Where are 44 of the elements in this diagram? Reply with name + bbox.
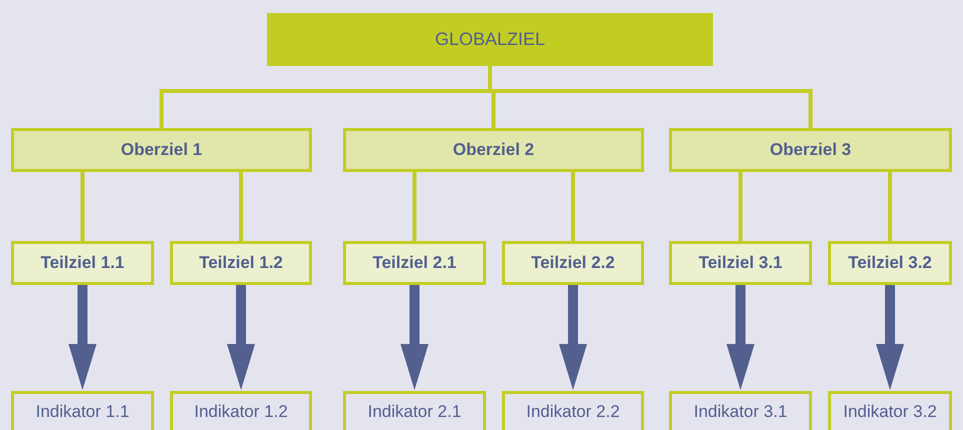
box-label: Teilziel 1.2: [199, 252, 283, 274]
box-label: Indikator 1.1: [36, 401, 130, 424]
objective-box: [343, 128, 644, 172]
arrow: [726, 285, 754, 390]
box-label: Indikator 1.2: [194, 401, 288, 424]
arrow: [400, 285, 428, 390]
connector-line: [412, 172, 416, 241]
box-label: Oberziel 3: [770, 139, 852, 162]
subgoal-box: [669, 241, 812, 285]
subgoal-box: [343, 241, 486, 285]
arrow: [876, 285, 904, 390]
objective-box: [669, 128, 952, 172]
subgoal-box: [502, 241, 644, 285]
box-label: Teilziel 2.1: [372, 252, 456, 274]
indicator-box: [11, 391, 154, 430]
indicator-box: [669, 391, 812, 430]
box-label: GLOBALZIEL: [434, 28, 546, 51]
box-label: Teilziel 3.1: [698, 252, 782, 274]
box-label: Indikator 3.1: [694, 401, 788, 424]
goal-box: [267, 13, 713, 66]
connector-line: [571, 172, 575, 241]
connector-line: [738, 172, 742, 241]
arrow: [559, 285, 587, 390]
subgoal-box: [828, 241, 952, 285]
indicator-box: [828, 391, 952, 430]
box-label: Teilziel 1.1: [40, 252, 124, 274]
arrow: [68, 285, 96, 390]
box-label: Teilziel 3.2: [848, 252, 932, 274]
subgoal-box: [170, 241, 312, 285]
box-label: Indikator 2.2: [526, 401, 620, 424]
indicator-box: [170, 391, 312, 430]
box-label: Teilziel 2.2: [531, 252, 615, 274]
box-label: Indikator 3.2: [843, 401, 937, 424]
box-label: Indikator 2.1: [368, 401, 462, 424]
box-label: Oberziel 2: [452, 139, 534, 162]
box-label: Oberziel 1: [120, 139, 202, 162]
objective-box: [11, 128, 312, 172]
arrow: [227, 285, 255, 390]
connector-line: [888, 172, 892, 241]
connector-line: [80, 172, 84, 241]
connector-line: [239, 172, 243, 241]
indicator-box: [502, 391, 644, 430]
indicator-box: [343, 391, 486, 430]
subgoal-box: [11, 241, 154, 285]
